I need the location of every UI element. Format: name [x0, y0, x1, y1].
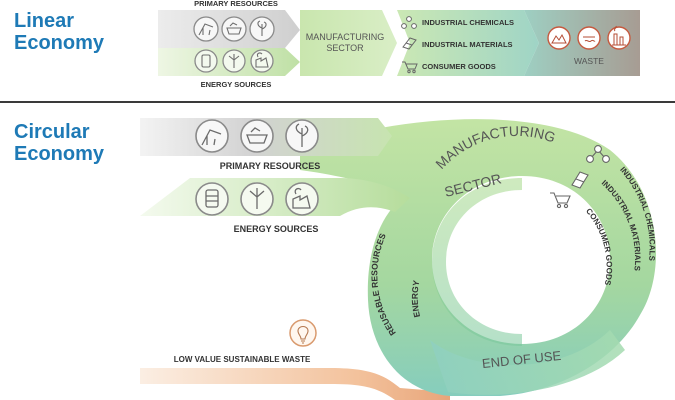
oil-pump-icon: [195, 119, 229, 153]
inner-resource-band: [432, 178, 522, 346]
mining-cart-icon: [240, 119, 274, 153]
linear-output-chemicals-label: INDUSTRIAL CHEMICALS: [422, 18, 514, 27]
lightbulb-icon: [289, 319, 317, 347]
linear-output-materials-label: INDUSTRIAL MATERIALS: [422, 40, 513, 49]
beams-icon: [402, 37, 417, 50]
circular-primary-label: PRIMARY RESOURCES: [220, 161, 321, 171]
low-value-waste-stream: [140, 368, 450, 400]
shopping-cart-icon: [402, 61, 418, 74]
linear-title-line1: Linear: [14, 10, 75, 32]
linear-output-goods: CONSUMER GOODS: [402, 61, 496, 74]
circular-energy-label: ENERGY SOURCES: [234, 224, 319, 234]
linear-output-list: INDUSTRIAL CHEMICALS INDUSTRIAL MATERIAL…: [401, 16, 514, 74]
circular-title-line1: Circular: [14, 121, 90, 143]
smokestack-icon: [607, 26, 631, 50]
wastewater-icon: [577, 26, 601, 50]
linear-output-goods-label: CONSUMER GOODS: [422, 62, 496, 71]
circular-primary-icons: [195, 119, 319, 153]
linear-waste-label: WASTE: [574, 56, 604, 66]
end-of-use-band: [430, 330, 625, 395]
linear-title-line2: Economy: [14, 32, 105, 54]
oil-barrel-icon: [194, 49, 218, 73]
linear-energy-label: ENERGY SOURCES: [201, 80, 272, 89]
linear-economy-title: Linear Economy: [14, 10, 104, 54]
circular-economy-title: Circular Economy: [14, 121, 104, 165]
linear-output-chemicals: INDUSTRIAL CHEMICALS: [401, 16, 514, 29]
linear-manufacturing-label-2: SECTOR: [326, 43, 364, 53]
oil-barrel-icon: [195, 182, 229, 216]
linear-manufacturing-band: [300, 10, 397, 76]
molecule-icon: [586, 145, 610, 163]
circular-title-line2: Economy: [14, 143, 105, 165]
beams-icon: [571, 171, 589, 189]
linear-output-materials: INDUSTRIAL MATERIALS: [402, 37, 513, 50]
low-value-waste-label: LOW VALUE SUSTAINABLE WASTE: [174, 355, 311, 364]
mining-cart-icon: [221, 16, 247, 42]
section-divider: [0, 101, 675, 103]
linear-outputs-band: [397, 10, 539, 76]
oil-pump-icon: [193, 16, 219, 42]
circular-energy-band: [140, 178, 410, 216]
landfill-icon: [547, 26, 571, 50]
molecule-icon: [401, 16, 417, 29]
linear-manufacturing-label-1: MANUFACTURING: [306, 32, 385, 42]
ring-energy-label: ENERGY: [410, 279, 422, 318]
linear-primary-label: PRIMARY RESOURCES: [194, 0, 278, 8]
shopping-cart-icon: [550, 192, 571, 209]
